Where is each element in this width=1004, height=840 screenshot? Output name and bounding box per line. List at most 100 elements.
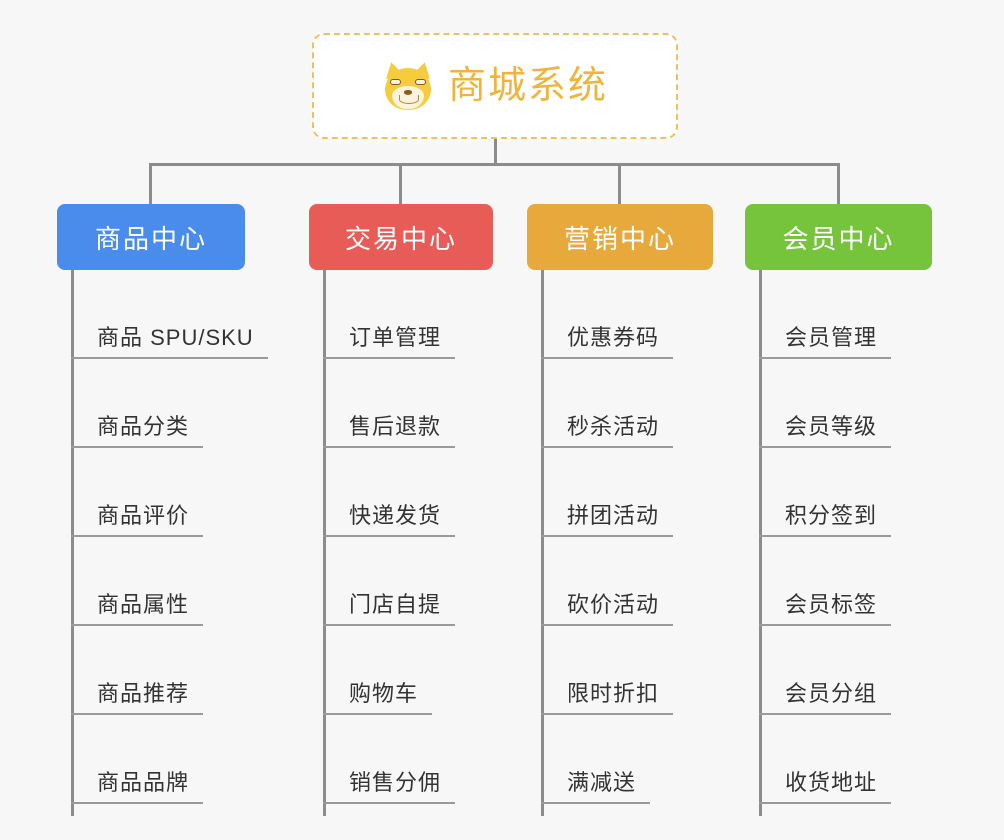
branch-header-trade-center[interactable]: 交易中心 (309, 204, 493, 270)
list-item-label: 拼团活动 (567, 502, 660, 528)
list-item[interactable]: 销售分佣 (323, 715, 493, 804)
list-item-divider: 售后退款 (323, 413, 456, 448)
list-item-label: 会员等级 (785, 413, 878, 439)
list-item[interactable]: 订单管理 (323, 270, 493, 359)
branch-header-label: 交易中心 (344, 223, 457, 254)
list-item-divider: 收货地址 (759, 769, 892, 804)
list-item-divider: 销售分佣 (323, 769, 456, 804)
list-item-divider: 会员标签 (759, 591, 892, 626)
list-item[interactable]: 商品属性 (71, 537, 245, 626)
list-item-divider: 会员等级 (759, 413, 892, 448)
branch-trade-center: 交易中心 订单管理 售后退款 快递发货 门店自提 (309, 204, 493, 816)
list-item-divider: 商品分类 (71, 413, 204, 448)
list-item[interactable]: 会员分组 (759, 626, 932, 715)
branch-item-list: 优惠券码 秒杀活动 拼团活动 砍价活动 限时折扣 (541, 270, 713, 804)
branch-header-label: 营销中心 (563, 223, 676, 254)
list-item-divider: 商品评价 (71, 502, 204, 537)
connector-drop-member-center (837, 163, 840, 204)
list-item[interactable]: 砍价活动 (541, 537, 713, 626)
connector-drop-trade-center (399, 163, 402, 204)
list-item-label: 会员标签 (785, 591, 878, 617)
list-item-label: 优惠券码 (567, 324, 660, 350)
list-item-label: 砍价活动 (567, 591, 660, 617)
list-item-divider: 购物车 (323, 680, 433, 715)
list-item-label: 商品评价 (97, 502, 190, 528)
list-item-divider: 会员分组 (759, 680, 892, 715)
list-item[interactable]: 会员等级 (759, 359, 932, 448)
branch-spine (323, 270, 326, 816)
list-item-label: 限时折扣 (567, 680, 660, 706)
list-item-label: 销售分佣 (349, 769, 442, 795)
branch-header-label: 商品中心 (94, 223, 207, 254)
list-item[interactable]: 售后退款 (323, 359, 493, 448)
list-item-divider: 砍价活动 (541, 591, 674, 626)
list-item[interactable]: 商品推荐 (71, 626, 245, 715)
root-node-mall-system[interactable]: 商城系统 (312, 33, 678, 139)
list-item-label: 快递发货 (349, 502, 442, 528)
list-item-divider: 会员管理 (759, 324, 892, 359)
branch-spine (71, 270, 74, 816)
branch-marketing-center: 营销中心 优惠券码 秒杀活动 拼团活动 砍价活动 (527, 204, 713, 816)
list-item-divider: 满减送 (541, 769, 651, 804)
connector-drop-product-center (149, 163, 152, 204)
list-item-label: 购物车 (349, 680, 419, 706)
list-item-divider: 订单管理 (323, 324, 456, 359)
list-item[interactable]: 优惠券码 (541, 270, 713, 359)
branch-header-member-center[interactable]: 会员中心 (745, 204, 932, 270)
list-item[interactable]: 限时折扣 (541, 626, 713, 715)
list-item[interactable]: 商品 SPU/SKU (71, 270, 268, 359)
list-item[interactable]: 满减送 (541, 715, 713, 804)
branch-product-center: 商品中心 商品 SPU/SKU 商品分类 商品评价 商品属性 (57, 204, 268, 816)
branch-item-list: 商品 SPU/SKU 商品分类 商品评价 商品属性 商品推荐 (71, 270, 268, 804)
list-item-divider: 商品推荐 (71, 680, 204, 715)
list-item-divider: 秒杀活动 (541, 413, 674, 448)
list-item-divider: 积分签到 (759, 503, 892, 537)
list-item[interactable]: 商品评价 (71, 448, 245, 537)
list-item[interactable]: 会员管理 (759, 270, 932, 359)
branch-header-marketing-center[interactable]: 营销中心 (527, 204, 713, 270)
list-item-divider: 商品属性 (71, 591, 204, 626)
list-item-label: 商品属性 (97, 591, 190, 617)
list-item-label: 会员管理 (785, 324, 878, 350)
list-item-label: 秒杀活动 (567, 413, 660, 439)
list-item-divider: 门店自提 (323, 591, 456, 626)
list-item[interactable]: 积分签到 (759, 448, 932, 537)
list-item[interactable]: 商品品牌 (71, 715, 245, 804)
list-item-divider: 拼团活动 (541, 502, 674, 537)
list-item-divider: 商品品牌 (71, 769, 204, 804)
list-item-divider: 优惠券码 (541, 324, 674, 359)
list-item[interactable]: 收货地址 (759, 715, 932, 804)
list-item[interactable]: 门店自提 (323, 537, 493, 626)
branch-item-list: 订单管理 售后退款 快递发货 门店自提 购物车 (323, 270, 493, 804)
list-item-label: 商品品牌 (97, 769, 190, 795)
list-item-label: 收货地址 (785, 769, 878, 795)
shiba-dog-face-icon (382, 60, 434, 110)
connector-drop-marketing-center (618, 163, 621, 204)
list-item-label: 会员分组 (785, 680, 878, 706)
branch-spine (541, 270, 544, 816)
list-item[interactable]: 拼团活动 (541, 448, 713, 537)
connector-root-stem (494, 139, 497, 165)
list-item-divider: 限时折扣 (541, 680, 674, 715)
list-item-label: 售后退款 (349, 413, 442, 439)
list-item-label: 门店自提 (349, 591, 442, 617)
branch-member-center: 会员中心 会员管理 会员等级 积分签到 会员标签 (745, 204, 932, 816)
list-item-label: 商品 SPU/SKU (97, 324, 254, 350)
list-item[interactable]: 快递发货 (323, 448, 493, 537)
root-node-title: 商城系统 (447, 65, 608, 107)
list-item-label: 商品推荐 (97, 680, 190, 706)
branch-header-product-center[interactable]: 商品中心 (57, 204, 245, 270)
list-item[interactable]: 购物车 (323, 626, 493, 715)
list-item[interactable]: 商品分类 (71, 359, 245, 448)
connector-horizontal-bus (149, 163, 840, 166)
list-item-divider: 商品 SPU/SKU (71, 324, 268, 359)
list-item-label: 商品分类 (97, 413, 190, 439)
branch-item-list: 会员管理 会员等级 积分签到 会员标签 会员分组 (759, 270, 932, 804)
list-item[interactable]: 会员标签 (759, 537, 932, 626)
list-item-label: 订单管理 (349, 324, 442, 350)
branch-spine (759, 270, 762, 816)
list-item[interactable]: 秒杀活动 (541, 359, 713, 448)
list-item-divider: 快递发货 (323, 502, 456, 537)
list-item-label: 满减送 (567, 769, 637, 795)
